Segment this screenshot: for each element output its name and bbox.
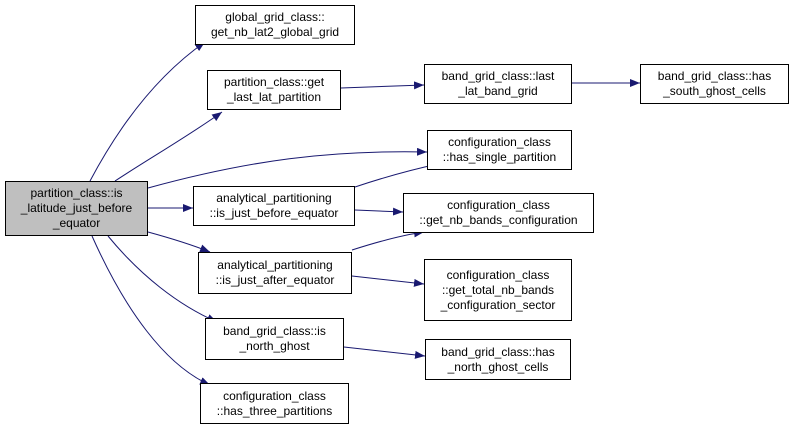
node-label-line: band_grid_class::has <box>441 344 555 359</box>
edge-north-ghost-to-north-cells <box>343 346 426 359</box>
node-label-line: _latitude_just_before <box>20 201 133 215</box>
node-label-line: configuration_class <box>448 135 551 149</box>
node-get-nb-lat2-global-grid[interactable]: global_grid_class:: get_nb_lat2_global_g… <box>195 5 355 45</box>
node-label-line: configuration_class <box>446 267 550 282</box>
edge-ap-before-to-has-single <box>354 162 439 188</box>
node-label-line: configuration_class <box>447 198 550 212</box>
node-last-lat-band-grid[interactable]: band_grid_class::last _lat_band_grid <box>424 64 572 104</box>
node-get-nb-bands-configuration[interactable]: configuration_class ::get_nb_bands_confi… <box>403 193 594 233</box>
edge-get-last-lat-to-band-last <box>340 81 425 90</box>
node-has-three-partitions[interactable]: configuration_class ::has_three_partitio… <box>200 383 349 424</box>
node-label-line: ::is_just_after_equator <box>215 273 335 287</box>
edge-root-to-ap-after <box>147 231 211 253</box>
node-label-line: analytical_partitioning <box>216 191 332 205</box>
node-label-line: band_grid_class::is <box>223 324 326 338</box>
node-label-line: band_grid_class::last <box>441 69 555 83</box>
node-label-line: band_grid_class::has <box>657 69 772 83</box>
node-label-line: _north_ghost <box>239 339 310 353</box>
edge-root-to-north-ghost <box>107 235 218 323</box>
edge-root-to-get-last-lat <box>114 111 223 182</box>
node-label-line: partition_class::is <box>30 186 123 200</box>
node-label-line: ::get_total_nb_bands <box>441 282 555 297</box>
node-label-line: _configuration_sector <box>440 297 556 312</box>
node-label-line: _last_lat_partition <box>226 90 322 104</box>
node-has-north-ghost-cells[interactable]: band_grid_class::has _north_ghost_cells <box>425 339 571 380</box>
node-label-line: analytical_partitioning <box>217 258 333 272</box>
node-is-north-ghost[interactable]: band_grid_class::is _north_ghost <box>205 318 344 360</box>
node-label-line: global_grid_class:: <box>225 10 325 24</box>
node-label-line: _south_ghost_cells <box>663 84 766 98</box>
node-has-south-ghost-cells[interactable]: band_grid_class::has _south_ghost_cells <box>640 64 789 104</box>
edge-ap-after-to-total-nb <box>351 275 425 287</box>
edge-root-to-has-single <box>147 147 428 189</box>
node-is-just-before-equator[interactable]: analytical_partitioning ::is_just_before… <box>193 186 355 226</box>
edge-root-to-global-grid <box>89 41 206 182</box>
edge-ap-before-to-nb-bands-conf <box>354 207 404 216</box>
node-label-line: configuration_class <box>223 388 326 403</box>
node-get-total-nb-bands-configuration-sector[interactable]: configuration_class ::get_total_nb_bands… <box>424 259 572 321</box>
node-label-line: _north_ghost_cells <box>447 359 549 374</box>
node-has-single-partition[interactable]: configuration_class ::has_single_partiti… <box>427 130 572 170</box>
node-label-line: ::has_single_partition <box>442 150 557 164</box>
node-label-line: ::has_three_partitions <box>216 403 333 418</box>
node-label-line: partition_class::get <box>223 75 325 89</box>
node-is-latitude-just-before-equator[interactable]: partition_class::is _latitude_just_befor… <box>5 181 148 236</box>
node-label-line: _lat_band_grid <box>458 84 538 98</box>
node-label-line: ::get_nb_bands_configuration <box>419 213 578 227</box>
node-label-line: _equator <box>52 216 101 230</box>
node-get-last-lat-partition[interactable]: partition_class::get _last_lat_partition <box>207 70 341 110</box>
node-label-line: ::is_just_before_equator <box>209 206 339 220</box>
edge-ap-after-to-nb-bands-conf <box>351 229 425 251</box>
node-is-just-after-equator[interactable]: analytical_partitioning ::is_just_after_… <box>198 252 352 294</box>
node-label-line: get_nb_lat2_global_grid <box>210 25 340 39</box>
edge-root-to-three-part <box>91 235 211 386</box>
